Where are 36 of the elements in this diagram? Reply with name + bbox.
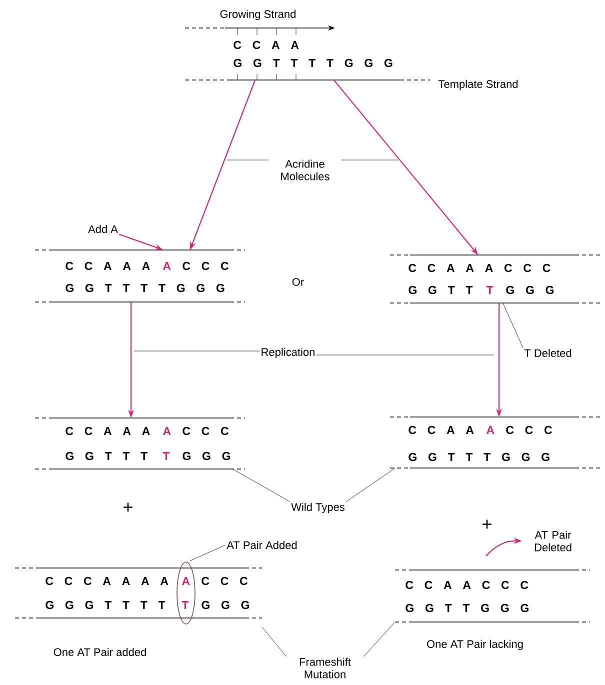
leader-line: [502, 303, 524, 348]
leader-line: [346, 468, 396, 502]
node-label: G G T T T T G G G: [234, 58, 392, 68]
dna-duplex: C C A A A C C C G G T T T G G G: [390, 416, 600, 468]
leader-line: [262, 627, 286, 657]
node-label: Template Strand: [438, 80, 518, 90]
node-label: G G G: [202, 600, 250, 610]
callout-label: T Deleted: [524, 348, 572, 358]
node-label: Growing Strand: [220, 10, 296, 20]
dna-duplex: C C C A A A A A C C C G G G T T T T T G G G: [14, 562, 262, 624]
leader-line: [232, 469, 290, 502]
node-label: One AT Pair added: [54, 648, 146, 656]
dna-duplex: C C A A G G T T T T G G G: [184, 25, 430, 80]
node-label: G G G T T T T: [46, 600, 166, 610]
callout-label: AT Pair Deleted: [534, 530, 572, 552]
process-label: Replication: [262, 348, 314, 358]
plus-sign: +: [482, 520, 492, 529]
leader-line: [316, 354, 494, 356]
type-label: Wild Types: [291, 502, 344, 514]
mutation-label: Frameshift Mutation: [300, 658, 351, 678]
callout-label: Add A: [88, 224, 118, 234]
plus-sign: +: [124, 502, 132, 512]
leader-line: [134, 350, 260, 352]
leader-line: [190, 544, 226, 561]
or-text: Or: [292, 278, 304, 286]
leader-line: [364, 622, 395, 657]
node-label: C C C A A A A: [46, 576, 168, 586]
dna-duplex: C C A A A A C C C G G T T T T G G G: [34, 250, 246, 302]
callout-label: AT Pair Added: [226, 540, 297, 550]
dna-duplex: C C A A A A C C C G G T T T T G G G: [34, 418, 246, 470]
acridine-label: Acridine Molecules: [281, 160, 330, 180]
dna-duplex: C C A A A C C C G G T T T G G G: [390, 254, 600, 304]
node-label: One AT Pair lacking: [427, 640, 523, 650]
node-label: C C A A: [234, 40, 299, 50]
dna-duplex: C C A A C C C G G T T G G G: [394, 570, 590, 622]
node-label: C C C: [202, 576, 248, 586]
